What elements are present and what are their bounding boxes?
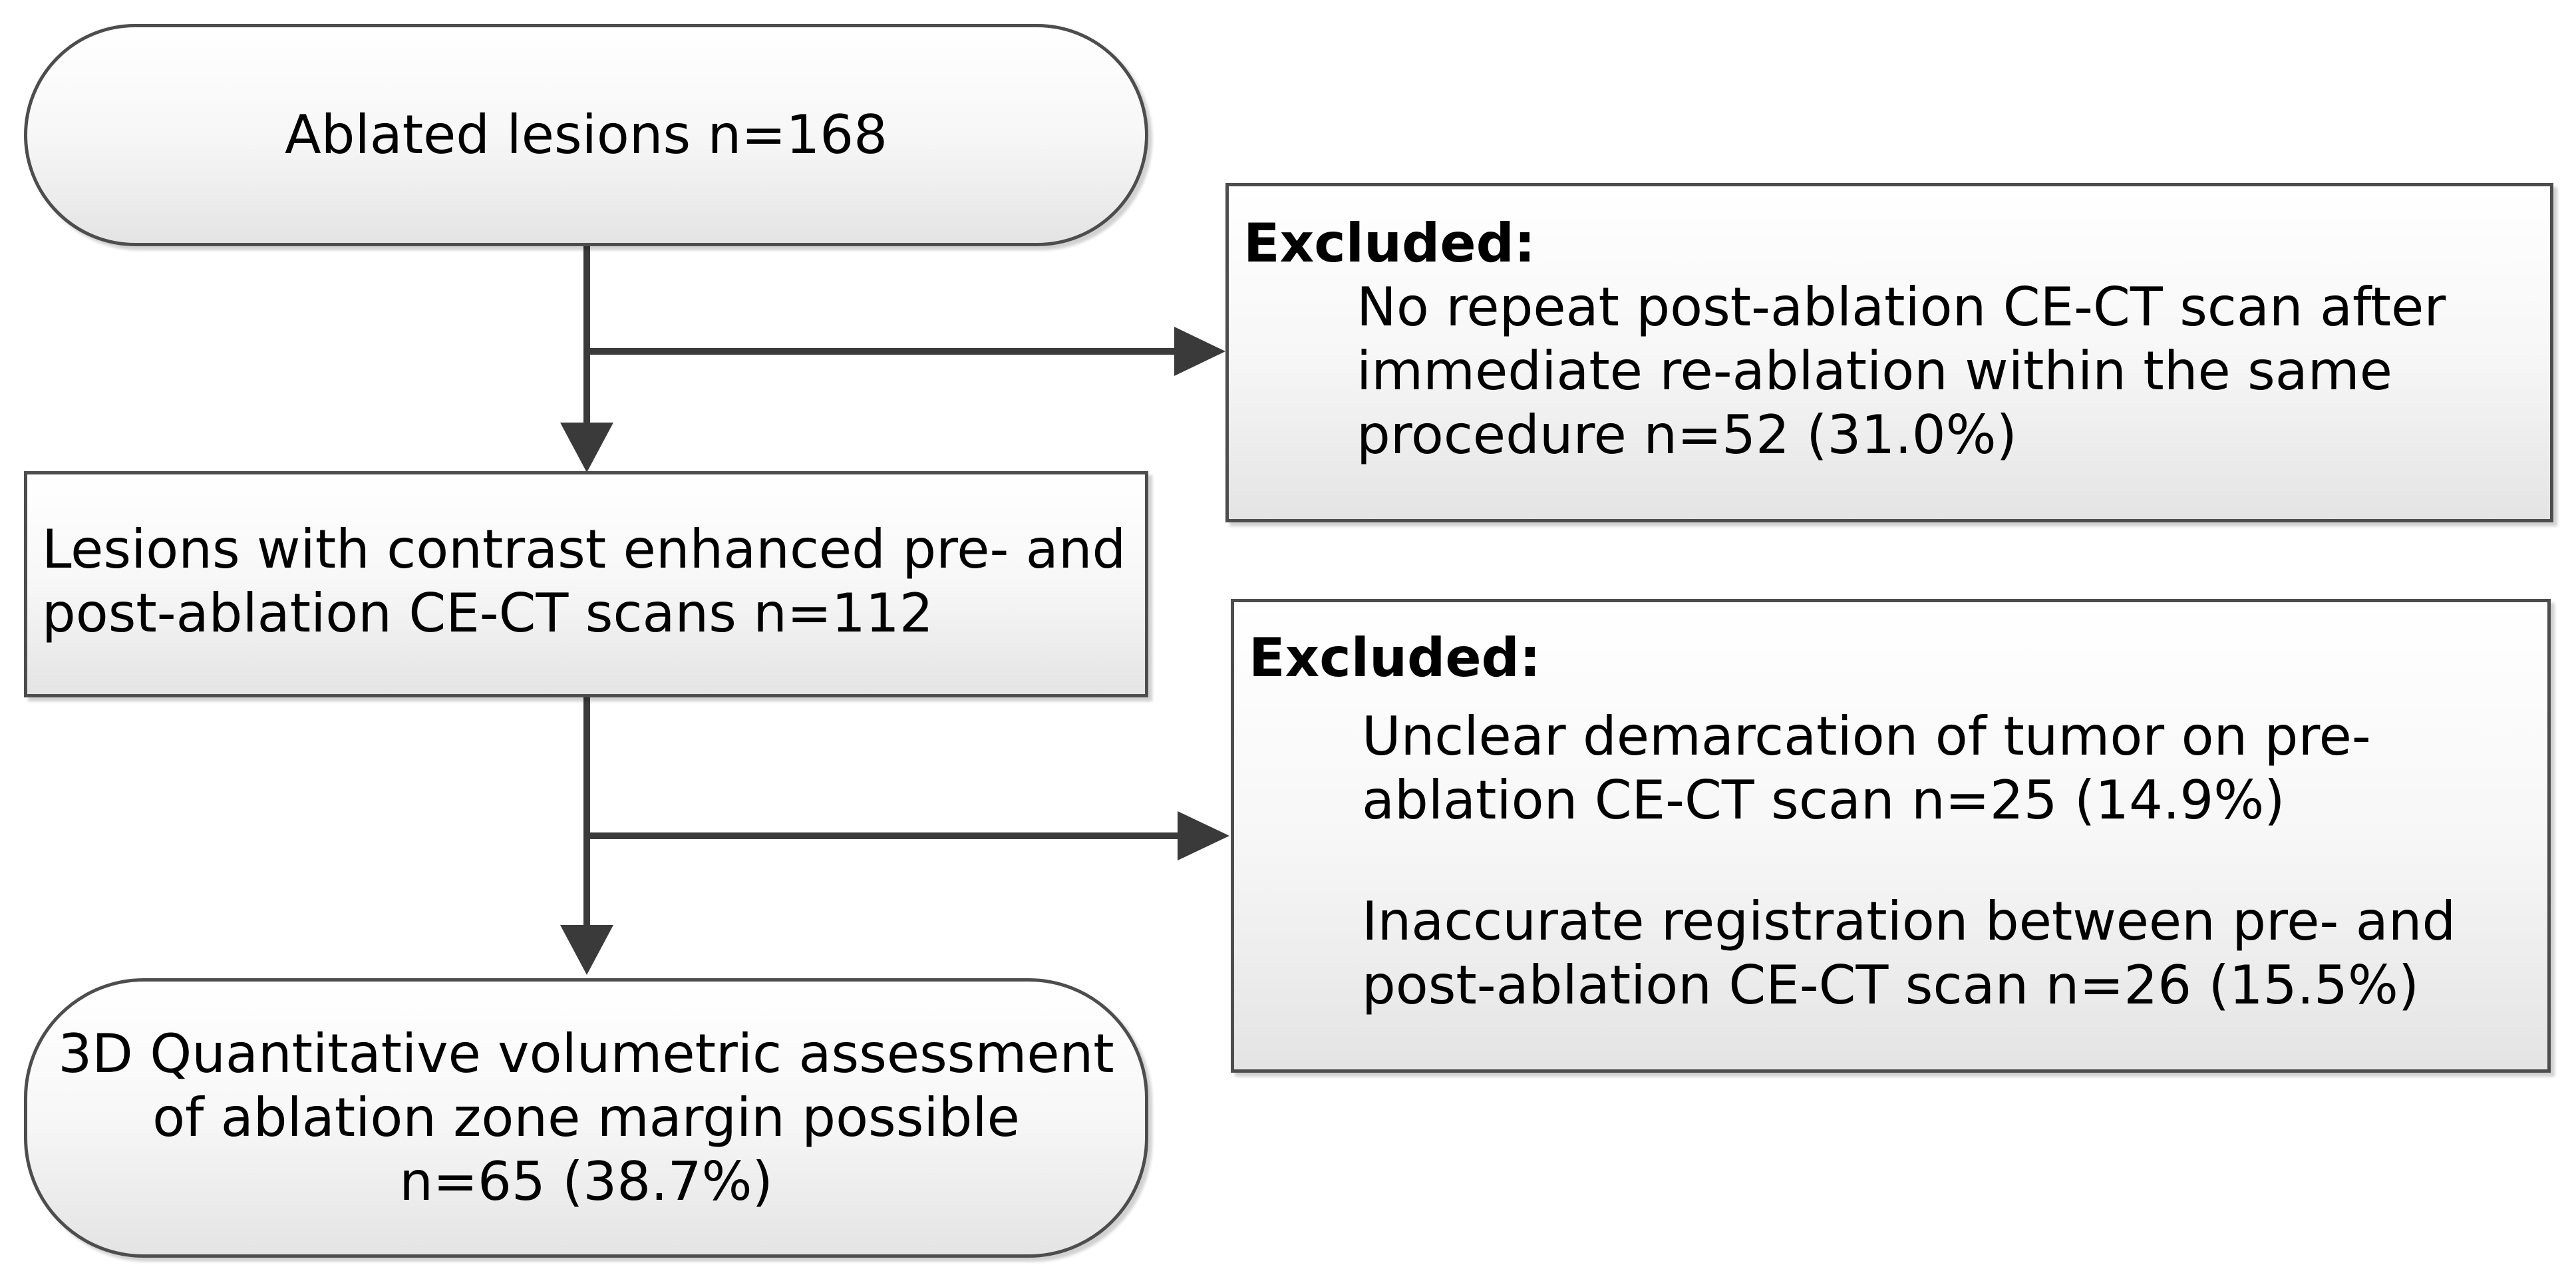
exclusion-2-spacer — [1249, 832, 2547, 890]
node-lesions-with-ce-ct: Lesions with contrast enhanced pre- and … — [24, 471, 1148, 697]
exclusion-2-item-2-line-1: Inaccurate registration between pre- and — [1362, 890, 2456, 952]
node-ablated-lesions: Ablated lesions n=168 — [24, 24, 1148, 246]
arrowhead-down-1 — [560, 423, 613, 472]
arrowhead-right-2 — [1178, 811, 1229, 860]
node-assessment-line-1: 3D Quantitative volumetric assessment — [58, 1023, 1114, 1085]
arrowhead-right-1 — [1174, 327, 1225, 376]
node-lesions-line-2: post-ablation CE-CT scans n=112 — [42, 582, 933, 644]
exclusion-1-line-2: immediate re-ablation within the same — [1357, 340, 2392, 402]
exclusion-box-2: Excluded: Unclear demarcation of tumor o… — [1231, 599, 2551, 1073]
exclusion-1-heading: Excluded: — [1243, 212, 1535, 274]
arrowhead-down-2 — [560, 925, 613, 975]
node-lesions-line-1: Lesions with contrast enhanced pre- and — [42, 518, 1126, 580]
exclusion-1-line-1: No repeat post-ablation CE-CT scan after — [1357, 276, 2446, 338]
node-ablated-lesions-label: Ablated lesions n=168 — [284, 104, 888, 166]
node-3d-assessment: 3D Quantitative volumetric assessment of… — [24, 978, 1148, 1258]
exclusion-2-item-1-line-1: Unclear demarcation of tumor on pre- — [1362, 705, 2371, 767]
exclusion-box-1: Excluded: No repeat post-ablation CE-CT … — [1225, 183, 2553, 522]
node-assessment-line-3: n=65 (38.7%) — [399, 1151, 773, 1212]
exclusion-2-item-2-line-2: post-ablation CE-CT scan n=26 (15.5%) — [1362, 954, 2420, 1016]
exclusion-2-item-1-line-2: ablation CE-CT scan n=25 (14.9%) — [1362, 769, 2285, 831]
exclusion-1-line-3: procedure n=52 (31.0%) — [1357, 404, 2017, 466]
exclusion-2-heading: Excluded: — [1249, 627, 1541, 689]
node-assessment-line-2: of ablation zone margin possible — [152, 1087, 1020, 1149]
